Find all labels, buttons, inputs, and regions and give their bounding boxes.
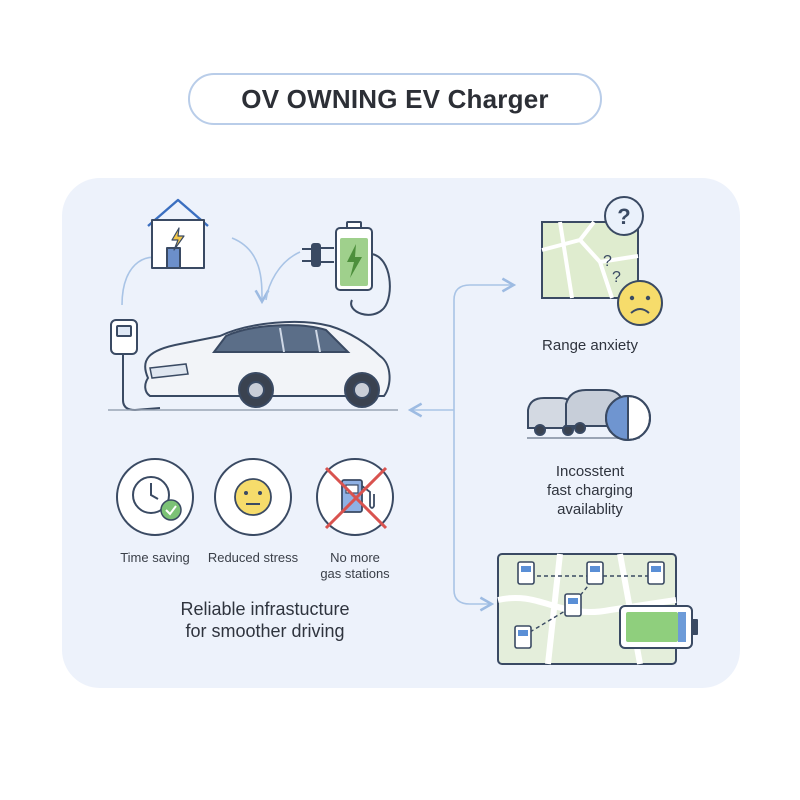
svg-text:?: ? <box>612 269 621 286</box>
svg-text:?: ? <box>603 253 612 270</box>
benefit-label-time-saving: Time saving <box>120 550 190 565</box>
house-icon <box>147 198 209 269</box>
issue-label-range-anxiety: Range anxiety <box>542 337 638 354</box>
neutral-face-icon <box>214 458 292 536</box>
svg-text:?: ? <box>617 204 630 229</box>
benefit-label-no-gas-stations: No more gas stations <box>320 550 390 581</box>
arrow-to-map <box>453 410 495 612</box>
map-question-sad-icon: ? ? ? <box>541 196 663 326</box>
page-title: OV OWNING EV Charger <box>241 83 549 114</box>
crossed-gas-pump-icon <box>316 458 394 536</box>
tagline: Reliable infrastucture for smoother driv… <box>180 599 350 641</box>
clock-check-icon <box>116 458 194 536</box>
issue-label-inconsistent-charging: Incosstent fast charging availablity <box>547 463 633 518</box>
electric-car-icon <box>108 320 398 411</box>
battery-arrow <box>265 251 301 301</box>
cars-charger-icon <box>527 389 651 441</box>
arrow-to-range <box>453 277 517 410</box>
benefit-label-reduced-stress: Reduced stress <box>207 550 299 565</box>
title-pill: OV OWNING EV Charger <box>188 73 602 125</box>
battery-plug-icon <box>302 221 391 316</box>
house-to-car-arrow <box>231 237 270 305</box>
charging-network-map-icon <box>497 553 698 665</box>
